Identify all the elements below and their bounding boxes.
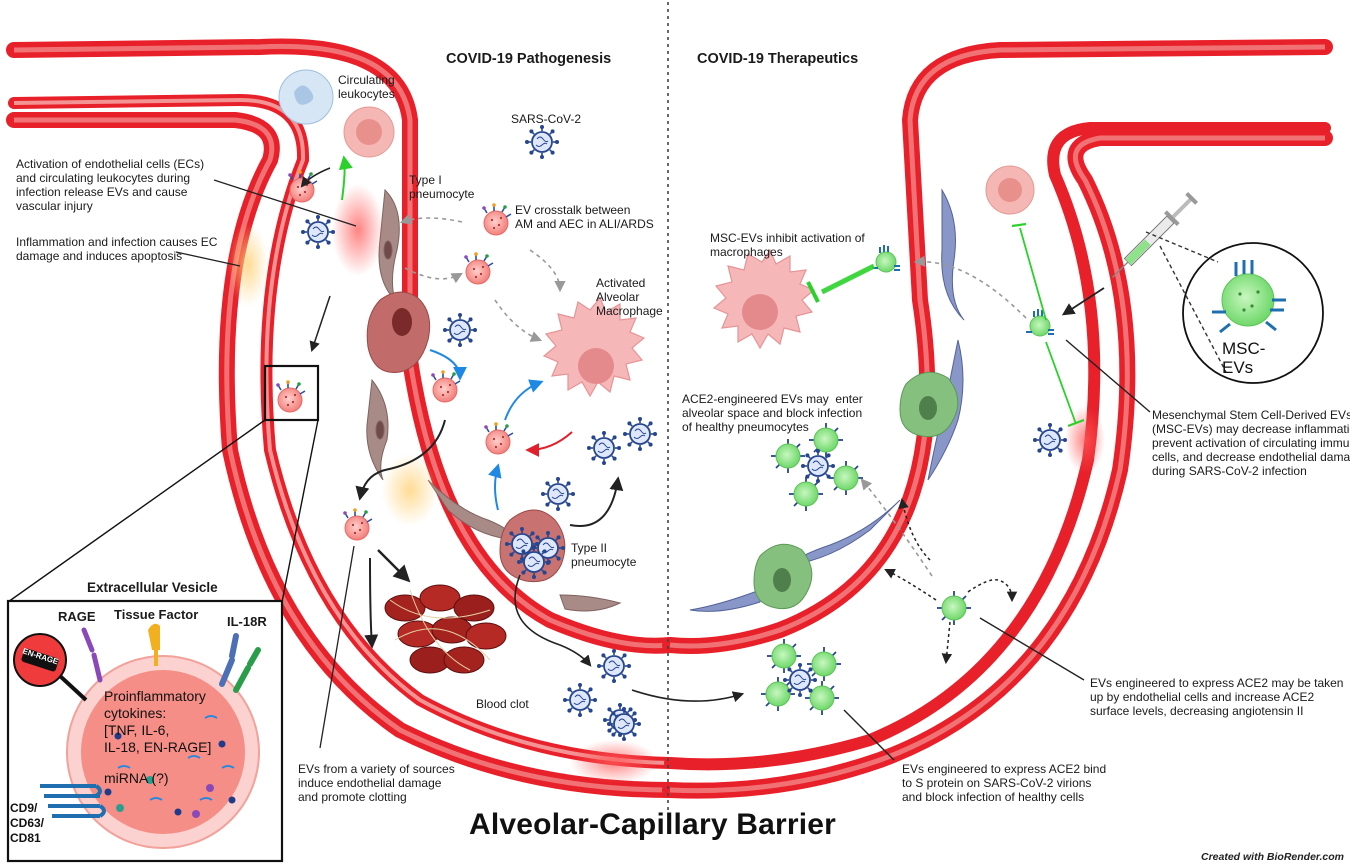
inset-il-18r-label: IL-18R <box>227 614 267 629</box>
blood-clot-icon <box>384 584 507 674</box>
inset-tetraspanin-label: CD9/ CD63/ CD81 <box>10 801 45 845</box>
ev-zoom-box <box>263 364 320 422</box>
label-ace2-endothelium: EVs engineered to express ACE2 may be ta… <box>1090 676 1344 718</box>
ace2-ev-single-icon <box>936 590 972 626</box>
pathogenesis-header: COVID-19 Pathogenesis <box>446 51 612 67</box>
sars-cov-2-virion-icon <box>524 124 560 160</box>
label-activated-macrophage: Activated Alveolar Macrophage <box>596 276 663 318</box>
activated-alveolar-macrophage-icon <box>542 296 646 398</box>
green-pneumocyte-icons <box>753 371 959 610</box>
ace2-ev-cluster-lower <box>760 638 842 716</box>
inset-vesicle <box>66 655 260 849</box>
virion-endothelium-right-icon <box>1032 422 1068 458</box>
syringe-icon <box>1111 191 1199 279</box>
label-ace2-bind: EVs engineered to express ACE2 bind to S… <box>902 762 1107 804</box>
en-rage-tag-icon <box>13 633 88 702</box>
inset-cytokines-label: Proinflammatory cytokines: [TNF, IL-6, I… <box>104 688 212 755</box>
arrows-left <box>300 155 745 703</box>
label-ace2-enter: ACE2-engineered EVs may enter alveolar s… <box>682 392 863 434</box>
capillary-wall-left <box>6 38 678 798</box>
infected-type-i-pneumocyte-icon <box>366 291 478 373</box>
therapeutics-header: COVID-19 Therapeutics <box>697 51 859 67</box>
label-type-ii-pneumocyte: Type II pneumocyte <box>571 541 637 569</box>
main-title: Alveolar-Capillary Barrier <box>469 808 837 841</box>
msc-ev-icons <box>871 244 1055 337</box>
label-evs-variety: EVs from a variety of sources induce end… <box>298 762 455 804</box>
label-type-i-pneumocyte: Type I pneumocyte <box>409 173 475 201</box>
inset-mirna-label: miRNA (?) <box>104 770 169 786</box>
label-msc-evs-desc: Mesenchymal Stem Cell-Derived EVs (MSC-E… <box>1152 408 1350 478</box>
infected-type-ii-pneumocyte-icon <box>499 509 566 583</box>
inset-title: Extracellular Vesicle <box>87 580 218 595</box>
alveolar-epithelium-left <box>366 188 622 612</box>
label-circulating-leukocytes: Circulating leukocytes <box>338 73 395 101</box>
inset-connectors <box>7 419 319 603</box>
circulating-leukocyte-icon <box>278 69 395 158</box>
leader-lines-left <box>175 179 357 749</box>
label-inflammation: Inflammation and infection causes EC dam… <box>16 235 218 263</box>
tetraspanin-icon <box>40 784 106 818</box>
capillary-wall-right <box>662 39 1333 799</box>
label-activation-ecs: Activation of endothelial cells (ECs) an… <box>16 157 205 213</box>
resting-circulating-cell-icon <box>985 165 1035 215</box>
leader-lines-right <box>843 339 1151 761</box>
virion-bound-endothelium-icon <box>300 214 336 250</box>
arrows-right <box>806 222 1105 665</box>
label-sars-cov-2: SARS-CoV-2 <box>511 112 582 126</box>
tissue-factor-icon <box>148 623 160 666</box>
label-ev-crosstalk: EV crosstalk between AM and AEC in ALI/A… <box>515 203 654 231</box>
macrophage-right-icon <box>712 248 816 350</box>
biorender-credit: Created with BioRender.com <box>1201 851 1344 863</box>
rage-receptor-icon <box>81 627 103 683</box>
inset-tissue-factor-label: Tissue Factor <box>114 607 199 622</box>
inset-rage-label: RAGE <box>58 609 96 624</box>
zoom-connectors-right <box>1145 231 1227 373</box>
label-blood-clot: Blood clot <box>476 697 529 711</box>
label-msc-inhibit: MSC-EVs inhibit activation of macrophage… <box>710 231 865 259</box>
label-msc-evs-circle: MSC- EVs <box>1222 339 1266 377</box>
msc-ev-zoom-circle <box>1182 242 1324 384</box>
virions-cluster-left <box>540 416 658 738</box>
endothelium-virion-bottom-icon <box>606 706 642 742</box>
ace2-ev-cluster-upper <box>770 422 864 512</box>
il-18r-icon <box>219 633 261 693</box>
